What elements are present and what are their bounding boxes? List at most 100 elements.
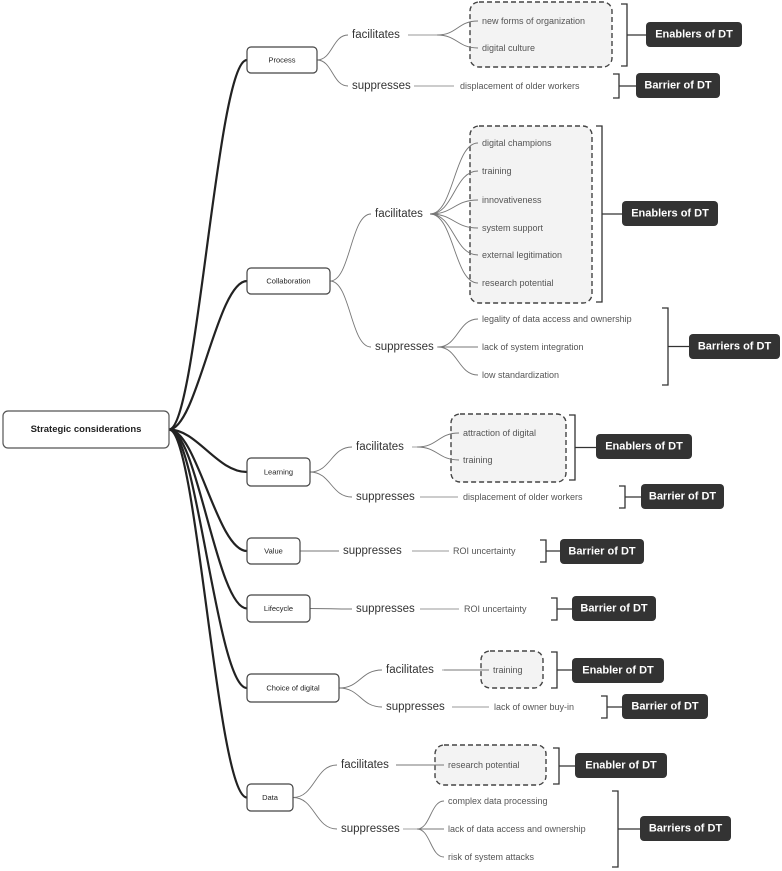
group-bracket xyxy=(613,73,636,99)
category-node[interactable]: Process xyxy=(246,46,318,74)
trunk-connector xyxy=(168,279,248,431)
relation-connector xyxy=(309,471,353,498)
root-node-box xyxy=(2,410,170,449)
badge-box xyxy=(646,22,742,47)
category-box xyxy=(246,267,331,295)
relation-connector xyxy=(292,764,338,798)
trunk-connector xyxy=(168,58,248,431)
category-label: Choice of digital xyxy=(266,684,320,693)
item-group-box xyxy=(480,650,544,689)
relation-label: facilitates xyxy=(341,759,389,771)
classification-badge: Barrier of DT xyxy=(560,539,644,564)
category-label: Value xyxy=(264,547,283,556)
item-connector xyxy=(436,20,479,36)
category-node[interactable]: Collaboration xyxy=(246,267,331,295)
trunk-connector xyxy=(168,428,248,474)
relation-label: suppresses xyxy=(386,701,445,713)
relation-connector xyxy=(292,797,338,830)
relation-connector xyxy=(316,59,349,87)
item-label: external legitimation xyxy=(482,250,562,260)
trunk-connector xyxy=(168,428,248,553)
category-label: Data xyxy=(262,793,279,802)
item-connector xyxy=(429,213,479,284)
item-label: displacement of older workers xyxy=(460,81,580,91)
item-connector xyxy=(437,346,479,376)
badge-label: Enabler of DT xyxy=(582,665,654,677)
badge-box xyxy=(560,539,644,564)
badge-label: Barrier of DT xyxy=(580,603,648,615)
group-bracket xyxy=(596,125,622,303)
relation-label: suppresses xyxy=(352,80,411,92)
relation-label: facilitates xyxy=(356,441,404,453)
group-bracket xyxy=(553,747,575,785)
group-bracket xyxy=(551,597,572,621)
badge-label: Barrier of DT xyxy=(631,701,699,713)
badge-box xyxy=(596,434,692,459)
item-label: attraction of digital xyxy=(463,428,536,438)
item-connector xyxy=(436,34,479,49)
item-label: lack of data access and ownership xyxy=(448,824,586,834)
group-bracket xyxy=(662,307,689,386)
item-group-box xyxy=(469,125,593,304)
badge-box xyxy=(572,658,664,683)
badge-box xyxy=(622,694,708,719)
classification-badge: Enablers of DT xyxy=(622,201,718,226)
relation-connector xyxy=(329,280,372,348)
item-label: ROI uncertainty xyxy=(453,546,516,556)
group-bracket xyxy=(621,3,646,67)
relation-label: facilitates xyxy=(375,208,423,220)
relation-label: suppresses xyxy=(375,341,434,353)
item-connector xyxy=(416,800,445,830)
item-label: new forms of organization xyxy=(482,16,585,26)
category-node[interactable]: Data xyxy=(246,783,294,812)
classification-badge: Barriers of DT xyxy=(689,334,780,359)
root-node[interactable]: Strategic considerations xyxy=(2,410,170,449)
item-label: ROI uncertainty xyxy=(464,604,527,614)
item-label: training xyxy=(482,166,512,176)
badge-label: Enablers of DT xyxy=(605,441,683,453)
item-label: lack of owner buy-in xyxy=(494,702,574,712)
badge-box xyxy=(572,596,656,621)
relation-connector xyxy=(309,446,353,473)
category-node[interactable]: Value xyxy=(246,537,301,565)
category-learning: Learning facilitates attraction of digital… xyxy=(246,413,724,509)
badge-box xyxy=(575,753,667,778)
item-label: lack of system integration xyxy=(482,342,584,352)
category-node[interactable]: Lifecycle xyxy=(246,594,311,623)
badge-box xyxy=(641,484,724,509)
badge-label: Enabler of DT xyxy=(585,760,657,772)
relation-label: suppresses xyxy=(341,823,400,835)
relation-connector xyxy=(329,213,372,282)
item-connector xyxy=(429,199,479,215)
relation-label: suppresses xyxy=(356,491,415,503)
item-connector xyxy=(429,170,479,215)
classification-badge: Enablers of DT xyxy=(646,22,742,47)
category-label: Learning xyxy=(264,468,293,477)
category-node[interactable]: Choice of digital xyxy=(246,673,340,703)
relation-connector xyxy=(338,669,383,689)
category-box xyxy=(246,594,311,623)
item-label: low standardization xyxy=(482,370,559,380)
trunk-connector xyxy=(168,428,248,610)
category-node[interactable]: Learning xyxy=(246,457,311,487)
relation-suppresses: suppresses lack of owner buy-in Barrier of… xyxy=(386,694,708,719)
classification-badge: Enablers of DT xyxy=(596,434,692,459)
item-label: displacement of older workers xyxy=(463,492,583,502)
badge-label: Enablers of DT xyxy=(631,208,709,220)
item-label: digital champions xyxy=(482,138,552,148)
badge-label: Barrier of DT xyxy=(644,80,712,92)
group-bracket xyxy=(540,539,560,563)
category-box xyxy=(246,457,311,487)
badge-label: Barrier of DT xyxy=(649,491,717,503)
badge-label: Barrier of DT xyxy=(568,546,636,558)
